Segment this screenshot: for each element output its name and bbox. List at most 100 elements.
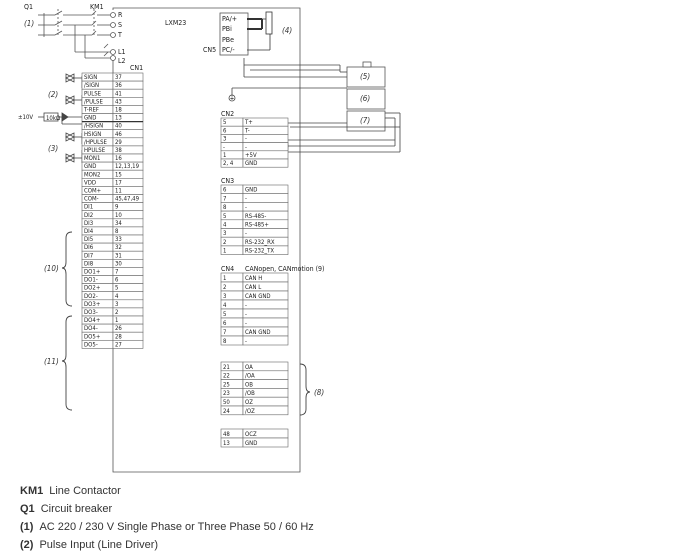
cn1-pin-name: DI8 [84,260,94,267]
cn2-pin-name: GND [245,160,257,167]
table-cell [242,134,289,143]
cn1-pin-row: DO3-2 [81,307,144,317]
cn1-pin-name: /SIGN [84,82,99,89]
cn1-pin-pin: 31 [115,252,122,259]
cn4-pin-pin: 6 [223,320,227,327]
cn1-pin-name: DO4+ [84,317,100,324]
cn1-pin-name: T-REF [83,107,99,114]
cn1-pin-pin: 45,47,49 [115,196,140,203]
cn1-pin-pin: 9 [115,204,119,211]
terminal-r: R [118,11,123,19]
cn3-pin-row: 3- [220,228,289,238]
cn3-pin-name: RS-485+ [245,222,269,229]
cn4-pin-pin: 5 [223,311,226,318]
cn1-pin-name: MON2 [84,171,100,178]
enc-pin-pin: 21 [223,364,230,371]
cn1-pin-name: COM+ [84,188,101,195]
cn5-wiring [247,11,273,51]
cn3-pin-pin: 2 [223,239,226,246]
cn1-pin-name: COM- [84,196,99,203]
cn1-pin-row: DO3+3 [81,299,144,309]
cn1-pin-pin: 13 [115,115,122,122]
motor-block [346,61,386,132]
cn1-pin-name: DI7 [84,252,93,259]
legend-key: Q1 [20,503,35,515]
cn2-pin-row: 1+5V [220,150,289,160]
cn4-pin-pin: 7 [223,329,226,336]
cn1-pin-name: DO2- [84,293,98,300]
cn4-pin-row: 7 CAN GND [220,326,289,337]
cn1-pin-name: DI2 [84,212,93,219]
enc-pin-pin: 24 [223,408,230,415]
enc-pin-row: 23/OB [220,388,289,398]
cn2-pin-row: 3- [220,134,289,143]
cn1-pin-name: PULSE [84,90,102,97]
cn1-pin-name: DO2+ [84,285,100,292]
cn1-pin-row: COM- 45,47,49 [81,194,144,203]
cn3-pin-name: - [245,204,247,211]
cn1-pin-row: MON2 15 [81,169,144,179]
cn1-pin-pin: 33 [115,236,122,243]
enc-pin-pin: 23 [223,390,230,397]
table-cell [242,228,289,238]
cn1-pin-name: /PULSE [84,98,103,105]
cn4-pin-name: - [245,338,247,345]
cn4-pin-pin: 4 [223,302,227,309]
cn1-pin-pin: 38 [115,147,122,154]
enc-pin-pin: 22 [223,373,230,380]
cn1-pin-pin: 12,13,19 [115,163,140,170]
cn2-pin-pin: 5 [223,119,226,126]
cn3-pin-row: 8- [220,202,289,212]
cn1-pin-name: DO1- [84,277,98,284]
cn1-pin-pin: 15 [115,171,122,178]
table-cell [242,405,289,416]
cn1-pin-row: COM+ 11 [81,186,144,195]
cn1-pin-name: GND [84,163,96,170]
cn1-pin-pin: 41 [115,90,122,97]
cn1-pin-pin: 28 [115,333,122,340]
braces-left [61,231,73,411]
cn1-pin-row: DO1+7 [81,267,144,276]
cn4-pin-row: 4- [220,299,289,310]
cn5-pin-pa: PA/+ [222,15,237,23]
power-input [38,9,110,59]
cn1-pin-name: DO4- [84,325,98,332]
cn1-pin-name: MON1 [84,155,100,162]
cn5-connector: PA/+ PBi PBe PC/- CN5 [203,12,249,56]
brace-right [299,363,311,416]
cn1-pin-row: DO2+ 5 [81,283,144,293]
callout-2: (2) [48,90,58,99]
q1-label: Q1 [24,3,33,11]
cn1-pin-pin: 11 [115,188,122,195]
legend-row-2: (2)Pulse Input (Line Driver) [20,536,314,554]
cn3-pin-name: - [245,230,247,237]
cn1-pin-name: DO3- [84,309,98,316]
enc-pin-name: OZ [245,399,253,406]
cn4-pin-name: - [245,320,247,327]
cn1-pin-pin: 5 [115,285,118,292]
cn4-pin-pin: 2 [223,284,226,291]
cn5-pin-pc: PC/- [222,46,235,54]
callout-10: (10) [44,264,59,273]
cn1-pin-name: DO3+ [84,301,100,308]
cn1-pin-pin: 7 [115,269,118,276]
legend-desc: AC 220 / 230 V Single Phase or Three Pha… [39,521,314,533]
cn1-pin-pin: 26 [115,325,122,332]
cn4-pin-name: CAN GND [245,329,271,336]
